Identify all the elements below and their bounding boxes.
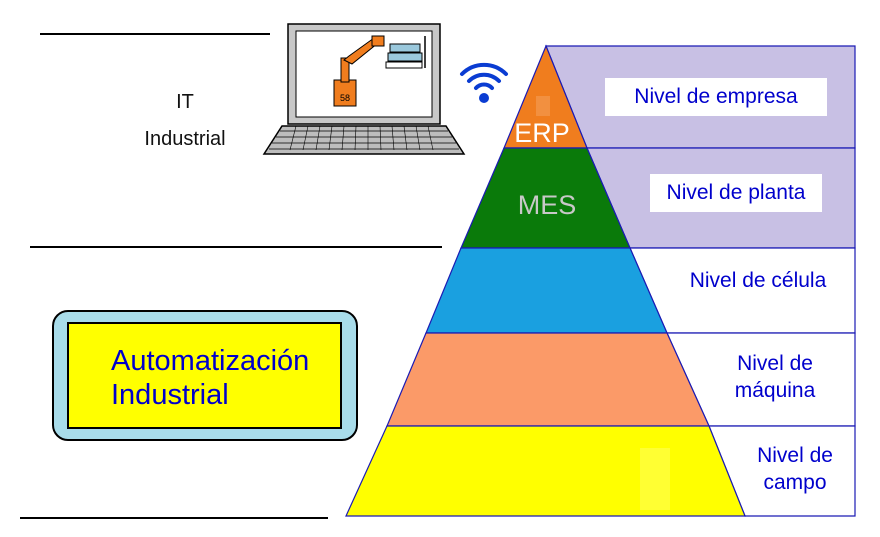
laptop-robot-icon: 58 [262,23,466,155]
wifi-icon [460,62,508,103]
level-maquina-line2: máquina [734,379,816,402]
laptop-badge-number: 58 [340,93,350,103]
automation-title-line2: Industrial [111,379,229,411]
separator-line-bottom [20,517,328,519]
level-label-maquina: Nivel de máquina [722,350,828,406]
level-label-celula: Nivel de célula [676,263,840,299]
it-label-line1: IT [176,91,194,113]
erp-label: ERP [514,118,570,148]
automation-box-inner: Automatización Industrial [67,322,342,429]
it-label-line2: Industrial [144,128,226,150]
automation-title: Automatización Industrial [111,344,309,412]
level-label-empresa: Nivel de empresa [605,78,827,116]
separator-line-middle [30,246,442,248]
automation-box: Automatización Industrial [52,310,358,441]
level-campo-line2: campo [763,471,827,494]
pyramid-field [345,425,746,517]
pyramid-machine [386,332,710,427]
separator-line-top [40,33,270,35]
level-label-planta: Nivel de planta [650,174,822,212]
level-planta-text: Nivel de planta [666,181,806,204]
level-campo-line1: Nivel de [757,444,833,467]
level-celula-text: Nivel de célula [689,269,827,292]
automation-title-line1: Automatización [111,345,310,377]
mes-label: MES [518,190,577,220]
level-maquina-line1: Nivel de [737,352,813,375]
level-empresa-text: Nivel de empresa [634,85,798,108]
level-label-campo: Nivel de campo [746,442,844,498]
pyramid-cell [425,247,668,334]
